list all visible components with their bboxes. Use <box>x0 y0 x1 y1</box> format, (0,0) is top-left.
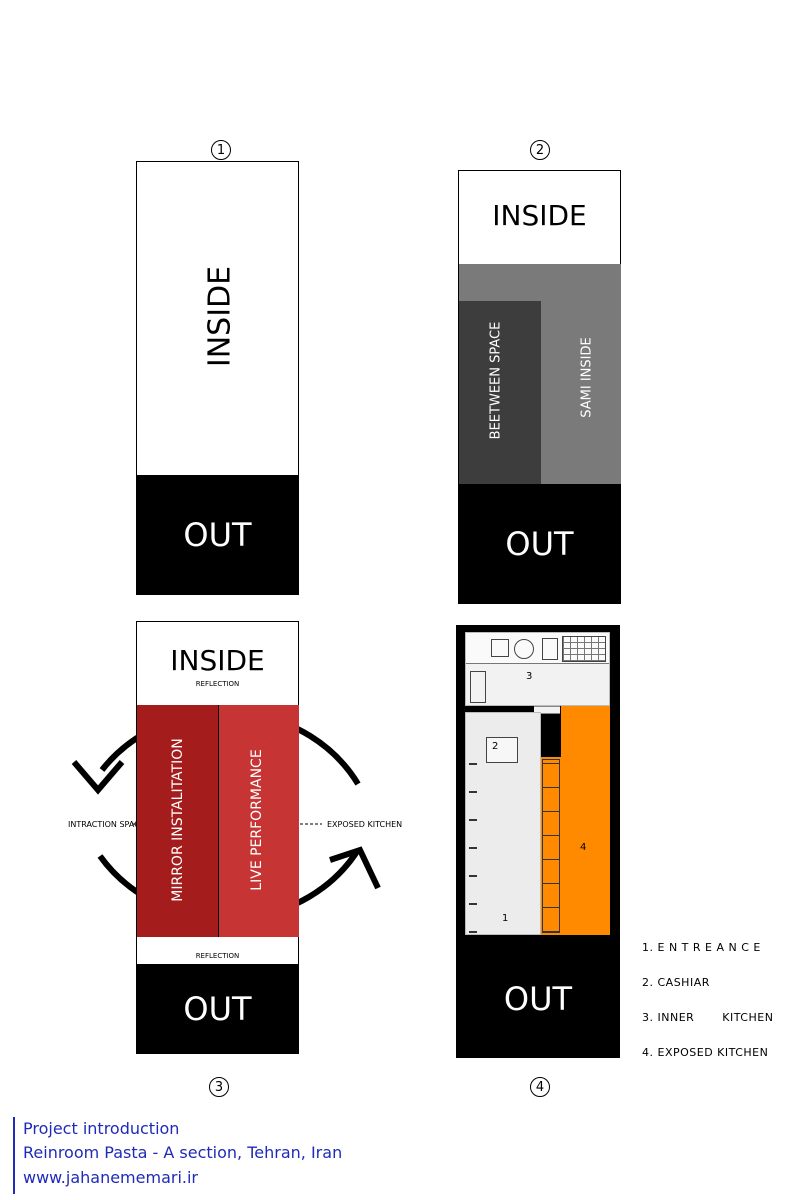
legend-cashier: 2. CASHIAR <box>642 976 710 989</box>
diagram-2: INSIDE BEETWEEN SPACE SAMI INSIDE OUT <box>458 170 621 604</box>
room-number-1: 1 <box>502 913 509 924</box>
diagram-3-mirror-area <box>137 705 219 937</box>
diagram-2-semi-label: SAMI INSIDE <box>579 337 595 418</box>
diagram-3-live-area <box>219 705 299 937</box>
arrow-head-left-icon <box>71 760 125 795</box>
diagram-3-out-block: OUT <box>136 964 299 1054</box>
door-icon <box>534 706 560 714</box>
diagram-3-interaction-label: INTRACTION SPACE <box>68 820 145 829</box>
diagram-3-mirror-label: MIRROR INSTALITATION <box>170 738 186 902</box>
room-number-4: 4 <box>580 842 587 853</box>
table-icon <box>470 671 486 703</box>
legend-entrance: 1. E N T R E A N C E <box>642 941 761 954</box>
room-number-2: 2 <box>492 741 499 752</box>
diagram-3-out-label: OUT <box>183 990 252 1028</box>
stove-icon <box>514 639 534 659</box>
diagram-1-out-label: OUT <box>183 516 252 554</box>
diagram-3: INSIDE REFLECTION MIRROR INSTALITATION L… <box>136 621 299 1054</box>
diagram-3-inside-label: INSIDE <box>170 644 265 677</box>
diagram-1-number: 1 <box>211 140 231 160</box>
footer-line-3: www.jahanememari.ir <box>23 1168 199 1187</box>
kitchen-counter <box>542 759 560 933</box>
diagram-1: INSIDE OUT <box>136 161 299 595</box>
diagram-3-number: 3 <box>209 1077 229 1097</box>
sink-icon <box>542 638 558 660</box>
diagram-1-out-block: OUT <box>136 475 299 595</box>
oven-icon <box>491 639 509 657</box>
cashier-desk-icon <box>486 737 518 763</box>
diagram-4-out-label: OUT <box>503 980 573 1018</box>
diagram-2-out-block: OUT <box>458 484 621 604</box>
diagram-2-out-label: OUT <box>505 525 574 563</box>
diagram-4-out-block: OUT <box>456 940 620 1058</box>
inner-kitchen-room: 3 <box>465 632 610 706</box>
footer-line-1: Project introduction <box>23 1119 180 1138</box>
diagram-3-reflection-top: REFLECTION <box>195 680 240 688</box>
diagram-3-live-label: LIVE PERFORMANCE <box>249 749 265 891</box>
diagram-2-between-label: BEETWEEN SPACE <box>488 321 504 440</box>
main-hall-room: 2 1 <box>465 712 541 935</box>
legend-inner-kitchen: 3. INNER KITCHEN <box>642 1011 774 1024</box>
diagram-1-inside-label: INSIDE <box>202 265 238 368</box>
footer-divider <box>13 1117 15 1194</box>
room-number-3: 3 <box>526 671 533 682</box>
diagram-2-between-space-area <box>459 301 541 486</box>
diagram-3-reflection-bottom: REFLECTION <box>195 952 240 960</box>
grid-cooktop-icon <box>562 636 606 662</box>
exposed-kitchen-room <box>561 706 610 935</box>
arrow-head-right-icon <box>329 846 381 890</box>
footer-line-2: Reinroom Pasta - A section, Tehran, Iran <box>23 1143 343 1162</box>
seats-column <box>469 763 477 933</box>
diagram-4-number: 4 <box>530 1077 550 1097</box>
diagram-2-number: 2 <box>530 140 550 160</box>
diagram-2-inside-label: INSIDE <box>492 199 587 232</box>
legend-exposed-kitchen: 4. EXPOSED KITCHEN <box>642 1046 769 1059</box>
diagram-4-plan: 3 2 1 4 OUT <box>456 625 620 1058</box>
diagram-3-exposed-label: EXPOSED KITCHEN <box>327 820 403 829</box>
